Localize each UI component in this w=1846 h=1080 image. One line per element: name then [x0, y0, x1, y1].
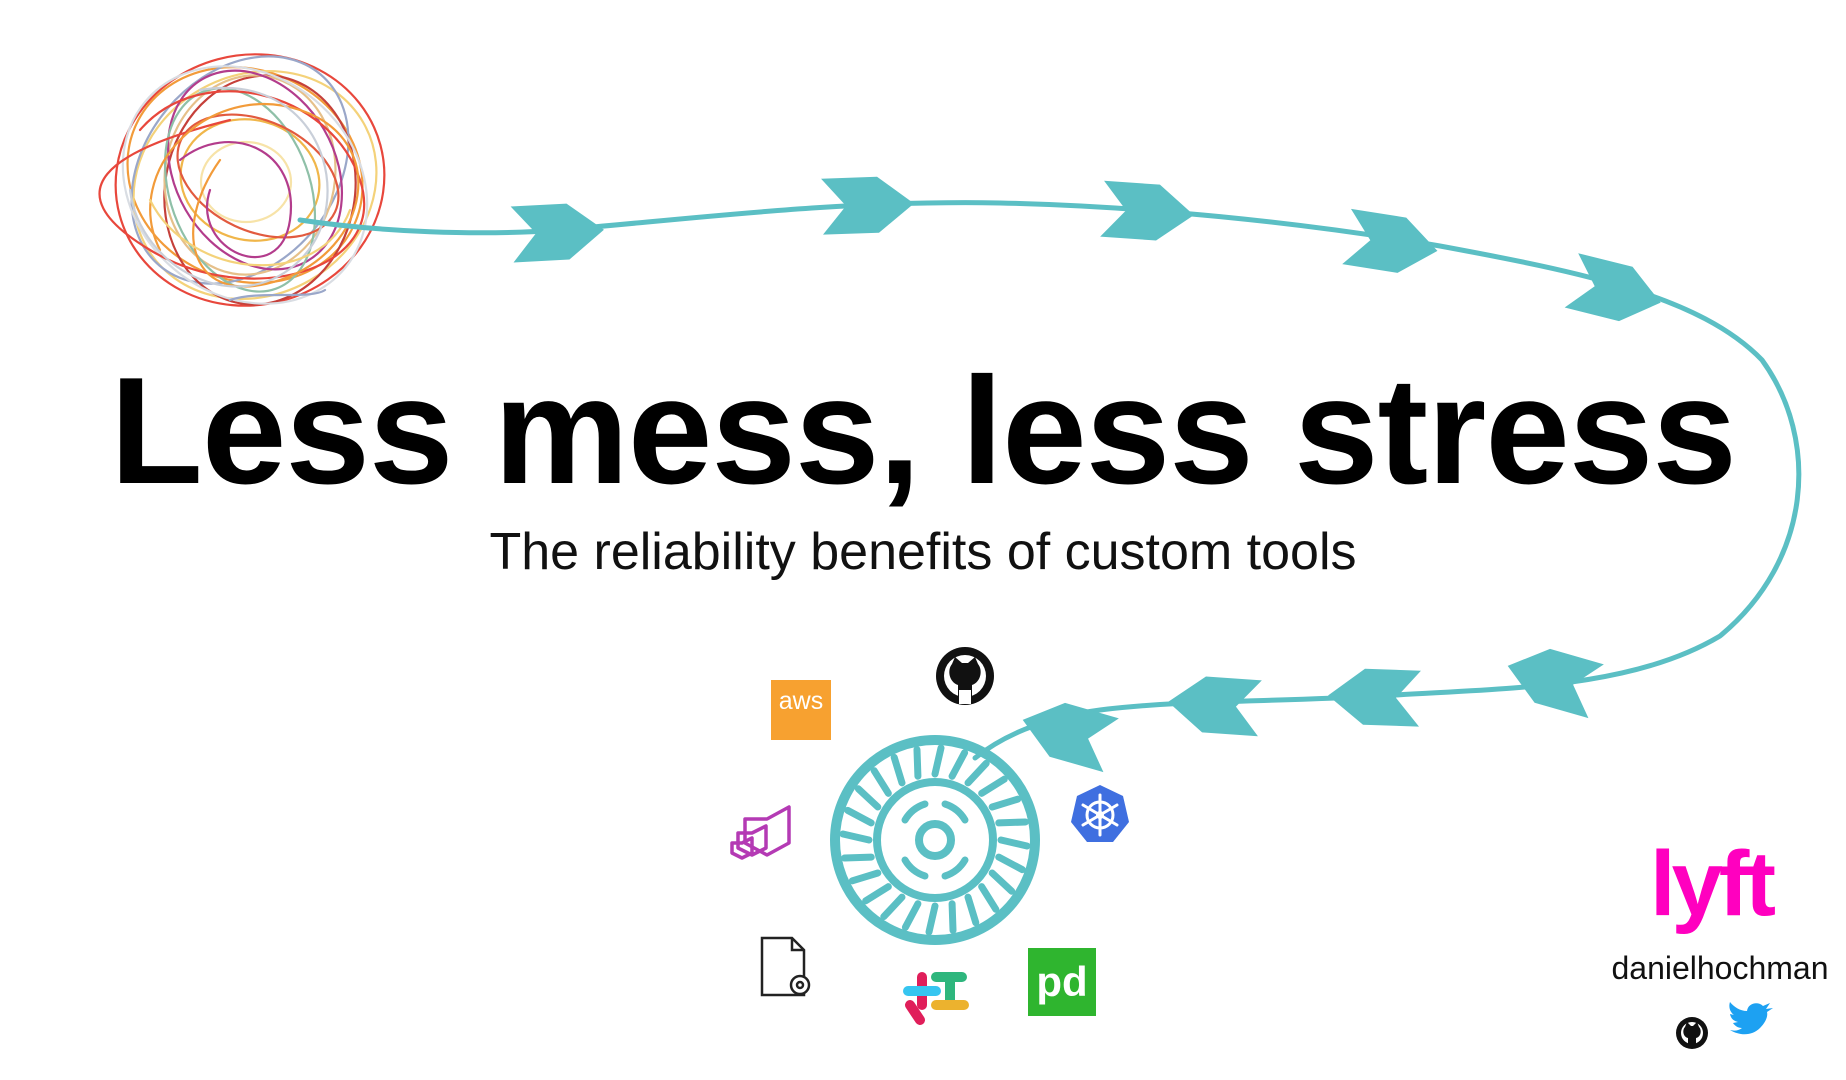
slide-title: Less mess, less stress — [110, 346, 1737, 516]
chevron-right-icon — [510, 203, 604, 263]
chevron-left-icon — [1507, 648, 1604, 719]
envoy-icon — [730, 805, 791, 860]
slack-icon — [903, 972, 969, 1025]
chevron-left-icon — [1022, 702, 1119, 773]
chevron-right-icon — [1100, 180, 1194, 241]
twitter-icon — [1729, 1002, 1773, 1035]
github-icon — [936, 647, 994, 705]
author-handle: danielhochman — [1611, 950, 1829, 986]
lyft-logo: lyft — [1650, 833, 1776, 935]
chevron-right-icon — [821, 176, 914, 235]
tangled-yarn-icon — [98, 53, 386, 307]
flow-path — [297, 200, 1802, 761]
pagerduty-icon: pd — [1028, 948, 1096, 1016]
config-file-icon — [760, 936, 811, 997]
github-icon — [1676, 1017, 1708, 1049]
aws-icon: aws — [771, 680, 831, 740]
chevron-left-icon — [1328, 668, 1421, 727]
clutch-wheel-icon — [830, 735, 1040, 945]
kubernetes-icon — [1071, 785, 1129, 842]
chevron-left-icon — [1168, 676, 1262, 737]
slide-subtitle: The reliability benefits of custom tools — [489, 523, 1357, 581]
chevron-right-icon — [1564, 253, 1661, 322]
chevron-right-icon — [1342, 208, 1438, 273]
flow-arrowheads — [510, 176, 1661, 773]
